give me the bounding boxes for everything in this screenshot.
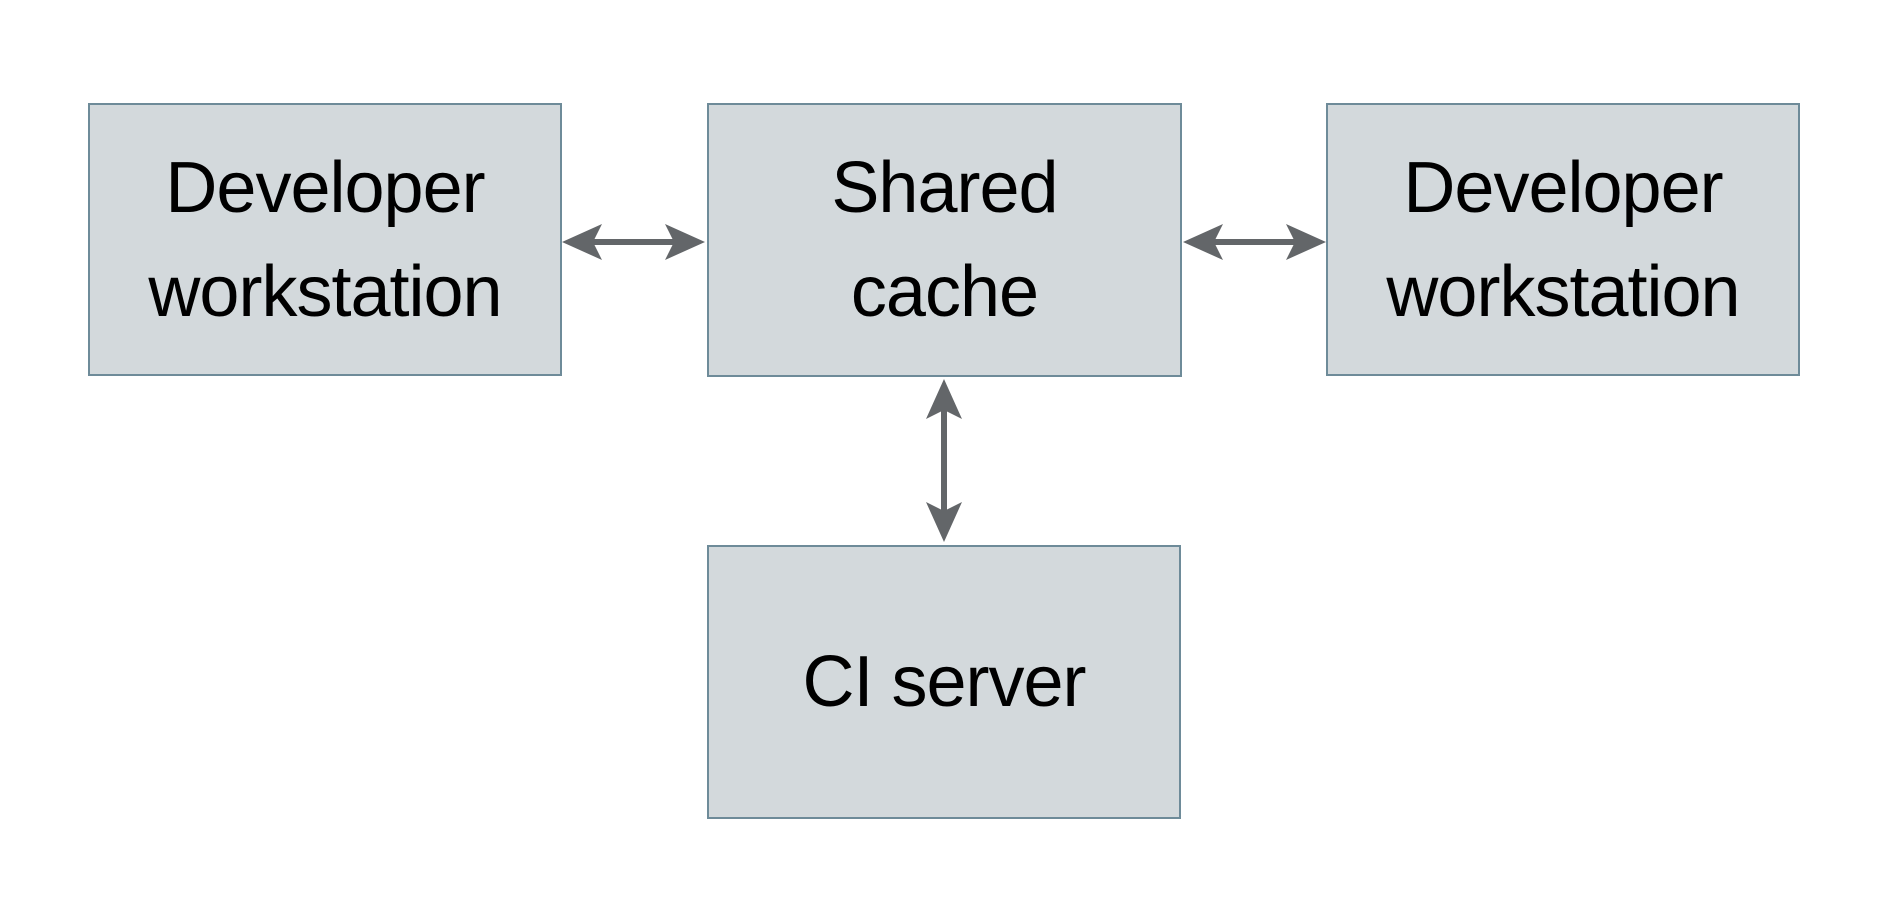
node-label-line: CI server [802, 642, 1086, 722]
node-label-line: Developer [1403, 147, 1723, 228]
node-shared-cache: Shared cache [707, 103, 1182, 377]
node-label-line: workstation [1386, 251, 1740, 332]
node-label-line: Shared [831, 148, 1058, 228]
bidirectional-arrow-icon [926, 379, 962, 542]
bidirectional-arrow-icon [562, 224, 705, 260]
node-label-line: workstation [148, 251, 502, 332]
bidirectional-arrow-icon [1183, 224, 1326, 260]
node-label-line: Developer [165, 147, 485, 228]
node-label-line: cache [850, 252, 1039, 332]
node-ci-server: CI server [707, 545, 1181, 819]
node-developer-workstation-left: Developer workstation [88, 103, 562, 376]
node-developer-workstation-right: Developer workstation [1326, 103, 1800, 376]
